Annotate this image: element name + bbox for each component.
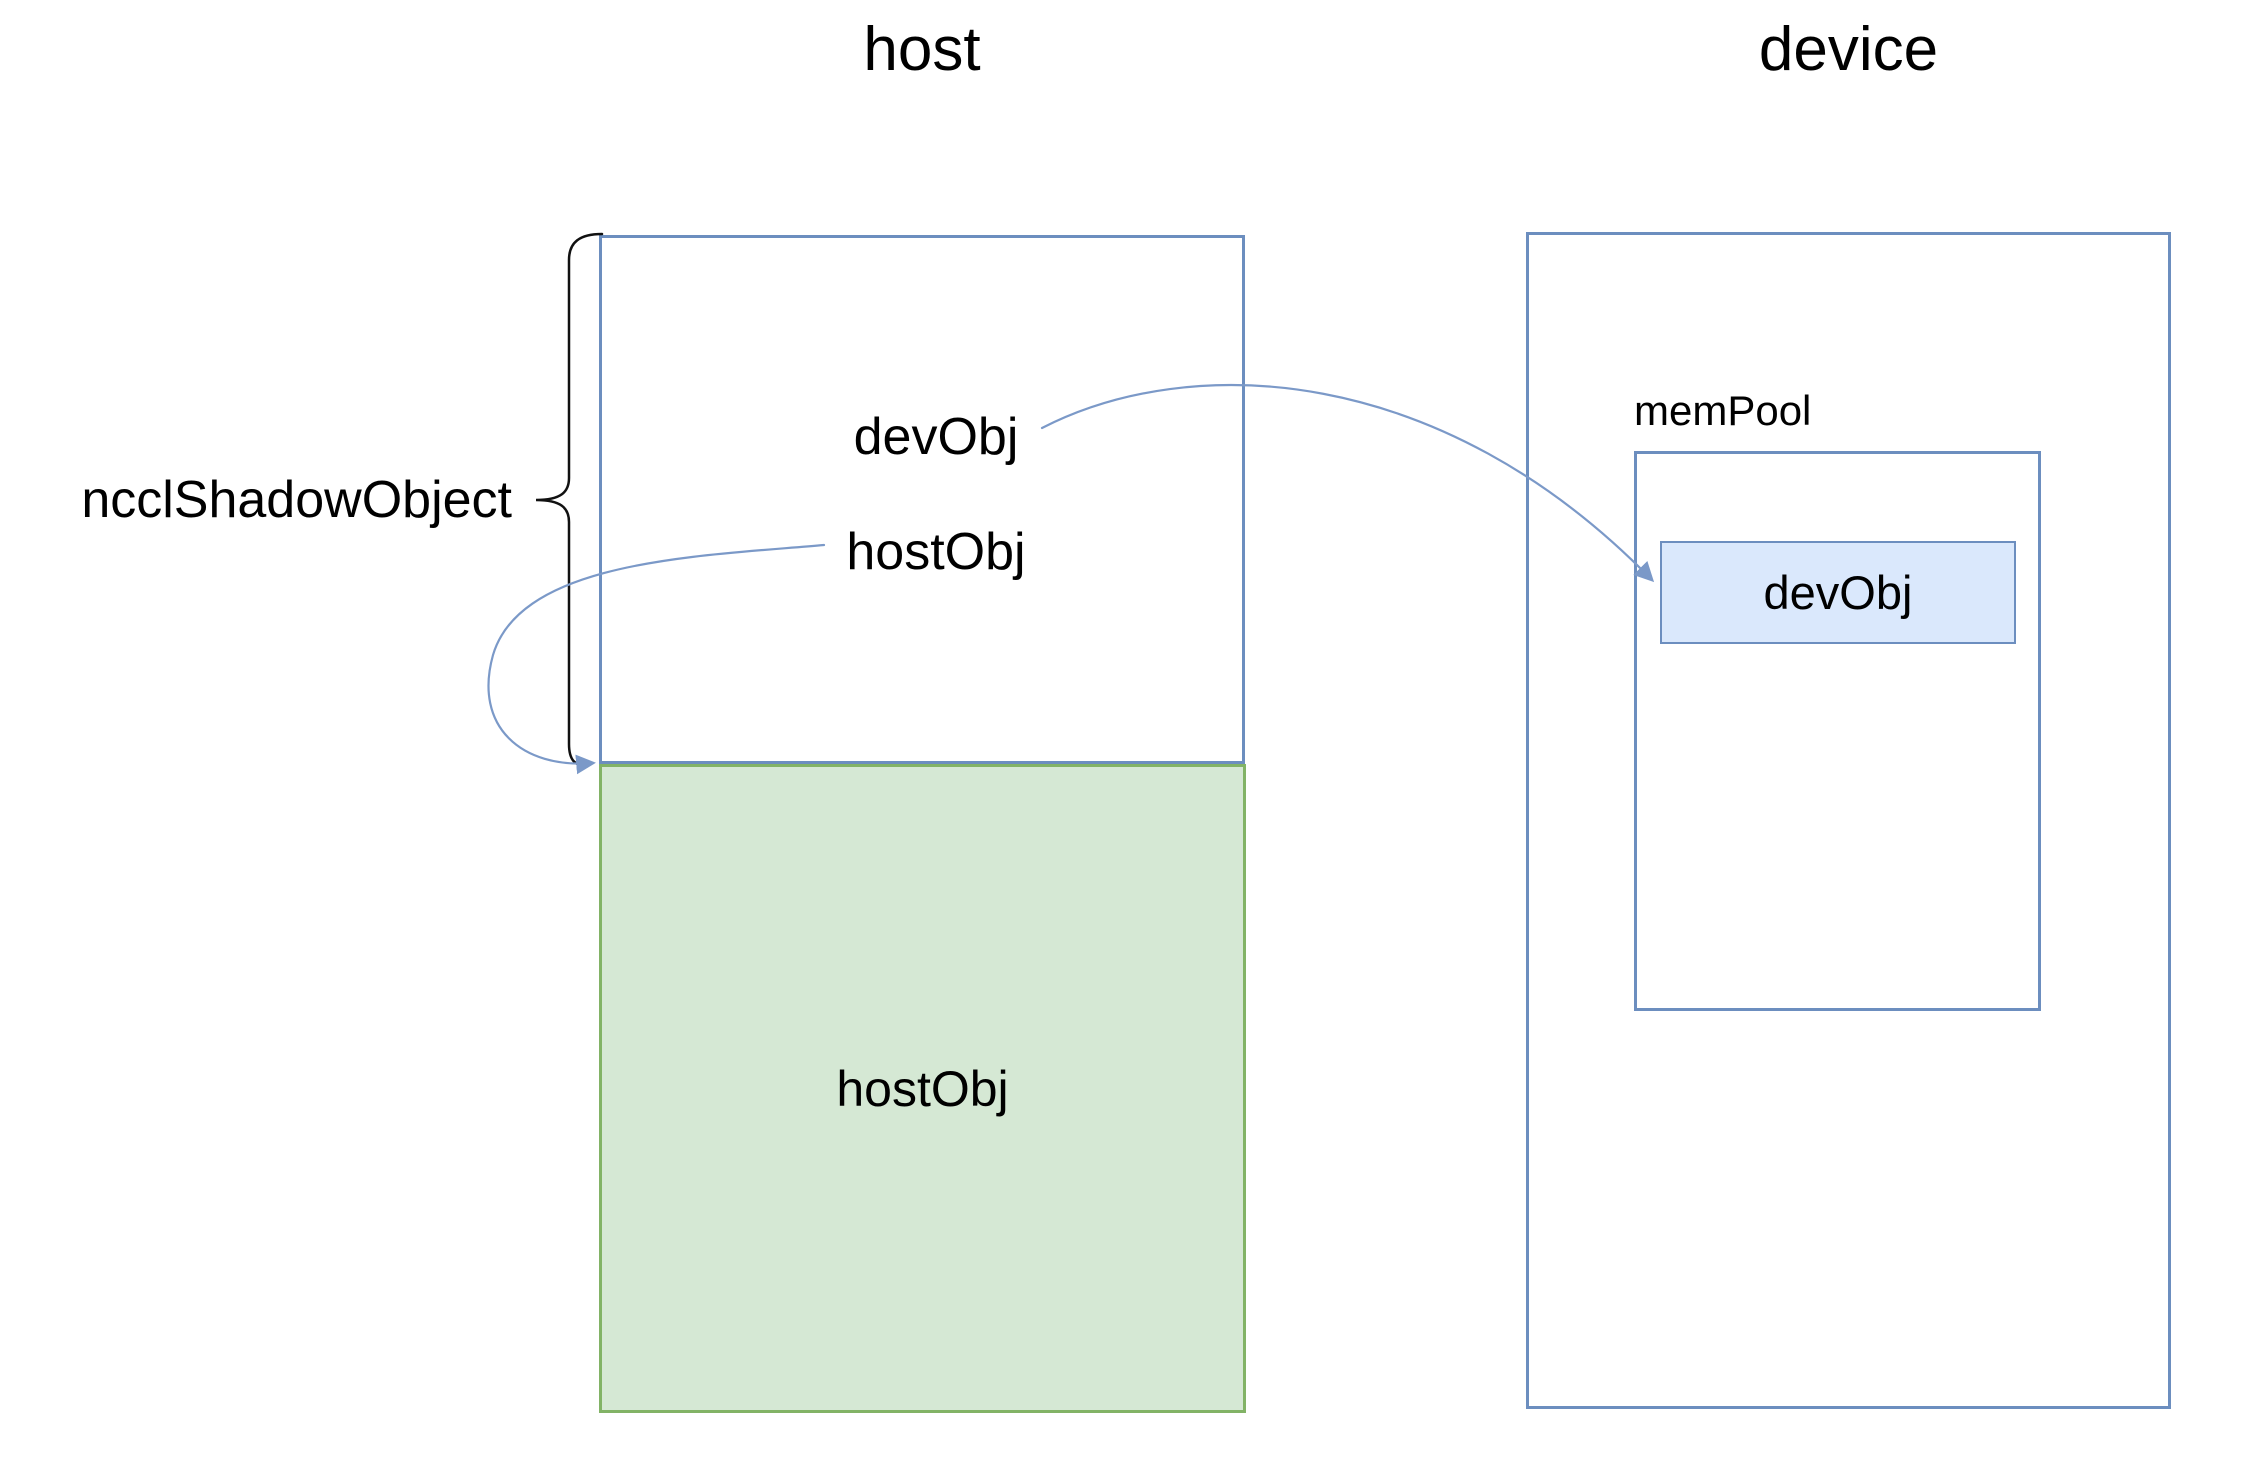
host-devobj-field-label: devObj <box>853 408 1019 466</box>
mempool-label: memPool <box>1634 387 1812 434</box>
hostobj-region-label: hostObj <box>836 1060 1009 1117</box>
host-shadow-object-box <box>599 235 1245 764</box>
hostobj-region-box: hostObj <box>599 764 1246 1413</box>
host-hostobj-field-label: hostObj <box>846 523 1026 581</box>
host-column-title: host <box>863 15 981 84</box>
device-column-title: device <box>1758 15 1939 84</box>
shadow-object-brace-shape <box>535 232 604 768</box>
mempool-box <box>1634 451 2041 1011</box>
device-devobj-label: devObj <box>1763 566 1913 619</box>
ncclshadowobject-label: ncclShadowObject <box>81 471 512 529</box>
device-devobj-box: devObj <box>1660 541 2016 644</box>
